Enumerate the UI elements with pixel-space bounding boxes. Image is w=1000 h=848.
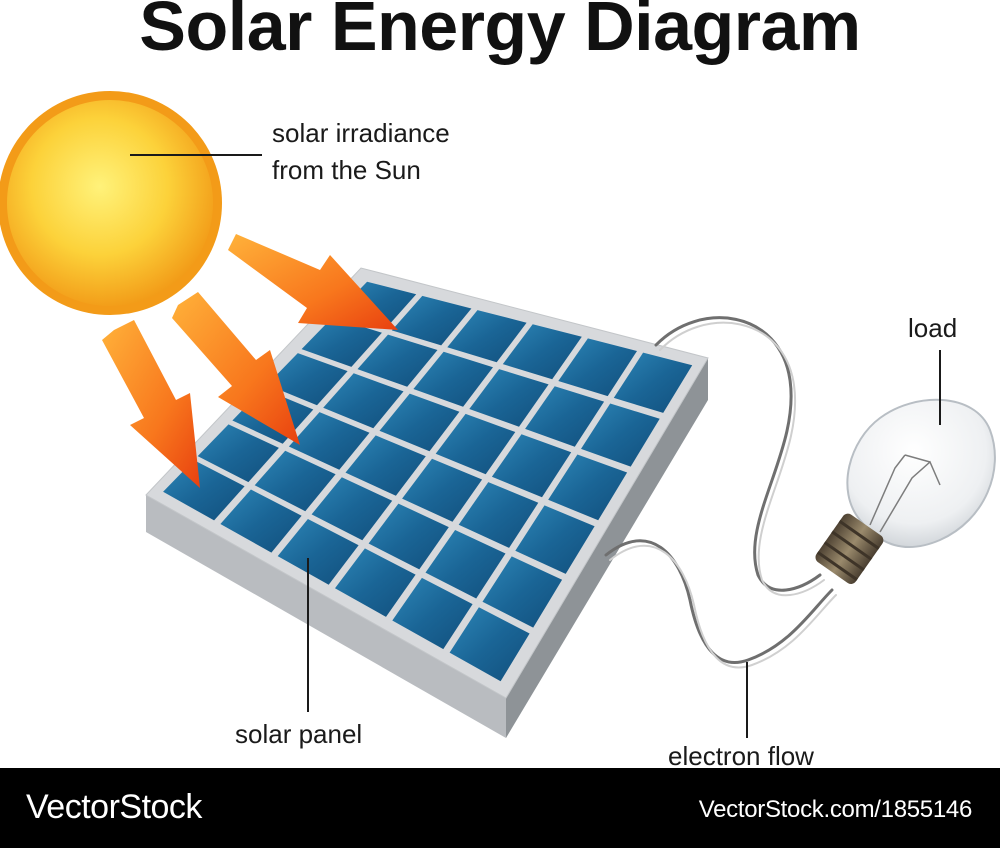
footer-brand: VectorStock	[26, 788, 202, 826]
panel-cell	[357, 334, 438, 387]
panel-cell	[163, 460, 245, 521]
label-line: solar irradiance	[272, 118, 450, 148]
panel-cell	[548, 454, 628, 521]
panel-cell	[402, 458, 483, 522]
panel-cell	[391, 295, 472, 346]
panel-cell	[491, 434, 572, 498]
panel-cell	[301, 317, 382, 367]
panel-cell	[558, 338, 637, 397]
panel-cell	[515, 505, 595, 574]
panel-cell	[458, 482, 539, 548]
wires	[604, 316, 837, 669]
panel-cell	[197, 424, 279, 483]
panel-cell	[345, 435, 426, 496]
panel-cell	[277, 519, 359, 585]
sun-ray-arrows	[102, 234, 398, 488]
solar-panel	[145, 267, 709, 738]
panel-cell	[311, 477, 393, 541]
panel-cell	[254, 450, 336, 512]
ray-arrow	[172, 292, 300, 445]
panel-cell	[288, 412, 370, 470]
panel-cell	[413, 351, 493, 407]
page-title: Solar Energy Diagram	[139, 0, 861, 65]
panel-cell	[581, 403, 660, 467]
panel-cell	[482, 556, 563, 628]
panel-cell	[525, 386, 605, 447]
label-solar-panel: solar panel	[235, 719, 363, 749]
panel-cell	[220, 489, 302, 553]
panel-cell	[425, 530, 506, 599]
leader-lines	[130, 154, 941, 738]
panel-cell-grid	[163, 281, 693, 682]
panel-cell	[379, 393, 460, 452]
watermark-footer: VectorStock VectorStock.com/1855146	[0, 768, 1000, 848]
panel-cell	[368, 503, 449, 570]
light-bulb	[815, 398, 996, 584]
panel-cell	[267, 353, 348, 406]
panel-cell	[323, 373, 404, 429]
panel-cell	[613, 352, 693, 413]
panel-cell	[392, 577, 473, 650]
label-solar-irradiance: solar irradiance from the Sun	[272, 115, 450, 189]
panel-cell	[469, 369, 549, 427]
footer-url: VectorStock.com/1855146	[698, 796, 973, 823]
label-line: from the Sun	[272, 155, 421, 185]
panel-cell	[502, 324, 582, 380]
panel-cell	[435, 413, 516, 475]
ray-arrow	[228, 234, 398, 330]
panel-cell	[449, 607, 530, 682]
ray-arrow	[102, 320, 200, 488]
label-electron-flow: electron flow	[668, 741, 814, 771]
panel-cell	[447, 310, 527, 363]
label-load: load	[908, 313, 958, 343]
sun	[0, 91, 222, 315]
panel-cell	[335, 548, 416, 617]
